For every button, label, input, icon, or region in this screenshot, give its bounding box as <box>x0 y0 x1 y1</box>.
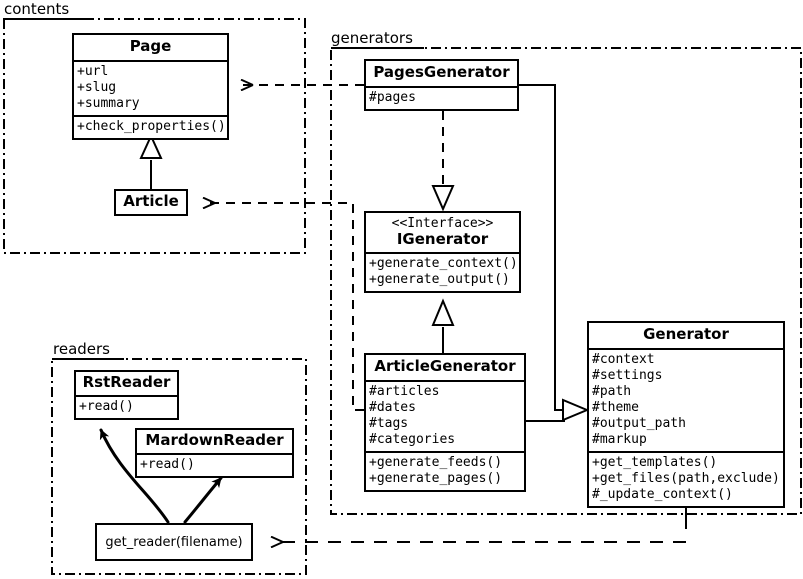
class-attribute: #context <box>592 351 655 367</box>
package-label-generators: generators <box>331 29 413 47</box>
class-attribute: +url <box>77 63 109 79</box>
class-box-articlegenerator[interactable]: ArticleGenerator #articles #dates #tags … <box>364 353 526 492</box>
function-box-get-reader[interactable]: get_reader(filename) <box>95 523 253 561</box>
class-name-pagesgenerator: PagesGenerator <box>373 63 510 81</box>
package-frame-generators <box>330 47 802 515</box>
class-attribute: #settings <box>592 367 663 383</box>
connector-pagesgenerator-realizes-igenerator <box>431 111 455 212</box>
class-name-articlegenerator: ArticleGenerator <box>374 357 516 375</box>
class-attributes-page: +url +slug +summary <box>74 59 227 115</box>
class-operation: #_update_context() <box>592 486 733 502</box>
function-box-label: get_reader(filename) <box>105 534 243 550</box>
class-attribute: #dates <box>369 399 416 415</box>
class-attribute: #categories <box>369 431 456 447</box>
class-box-igenerator[interactable]: <<Interface>> IGenerator +generate_conte… <box>364 211 521 294</box>
connector-articlegenerator-extends-generator <box>526 398 590 422</box>
class-attribute: +slug <box>77 79 117 95</box>
class-operations-articlegenerator: +generate_feeds() +generate_pages() <box>366 450 524 490</box>
connector-article-extends-page <box>139 133 163 191</box>
class-operation: +read() <box>140 456 195 472</box>
class-operation: +generate_pages() <box>369 470 503 486</box>
package-frame-readers <box>51 358 307 575</box>
class-box-rstreader[interactable]: RstReader +read() <box>74 370 179 420</box>
connector-articlegenerator-uses-article <box>204 203 364 411</box>
class-box-page[interactable]: Page +url +slug +summary +check_properti… <box>72 33 229 140</box>
package-label-contents: contents <box>4 0 70 18</box>
class-attribute: #articles <box>369 383 440 399</box>
class-name-text-igenerator: IGenerator <box>396 229 489 248</box>
class-operation: +generate_feeds() <box>369 454 503 470</box>
class-operations-mardownreader: +read() <box>137 452 292 476</box>
class-operations-rstreader: +read() <box>76 394 177 418</box>
package-label-readers: readers <box>53 340 110 358</box>
class-name-mardownreader: MardownReader <box>145 431 284 449</box>
class-attributes-pagesgenerator: #pages <box>366 85 517 109</box>
class-stereotype-igenerator: <<Interface>> <box>391 216 494 231</box>
class-box-mardownreader[interactable]: MardownReader +read() <box>135 428 294 478</box>
connector-get-reader-returns-rstreader <box>99 428 170 524</box>
connector-get-reader-returns-mardownreader <box>183 476 223 524</box>
class-operation: +get_templates() <box>592 454 718 470</box>
class-attribute: #path <box>592 383 632 399</box>
class-operation: +generate_context() <box>369 256 518 272</box>
class-box-article[interactable]: Article <box>114 189 188 216</box>
class-attributes-generator: #context #settings #path #theme #output_… <box>589 347 783 451</box>
class-operation: +read() <box>79 398 134 414</box>
class-operation: +get_files(path,exclude) <box>592 470 780 486</box>
class-attribute: #markup <box>592 431 647 447</box>
class-box-generator[interactable]: Generator #context #settings #path #them… <box>587 321 785 508</box>
class-operation: +generate_output() <box>369 272 510 288</box>
class-operations-page: +check_properties() <box>74 114 227 138</box>
class-operations-generator: +get_templates() +get_files(path,exclude… <box>589 450 783 506</box>
class-name-rstreader: RstReader <box>82 373 171 391</box>
class-operations-igenerator: +generate_context() +generate_output() <box>366 252 519 291</box>
connector-articlegenerator-realizes-igenerator <box>431 298 455 355</box>
class-attribute: #output_path <box>592 415 686 431</box>
class-attribute: #theme <box>592 399 639 415</box>
class-attribute: +summary <box>77 95 140 111</box>
connector-pagesgenerator-extends-generator <box>519 84 564 411</box>
class-name-generator: Generator <box>643 325 729 343</box>
class-box-pagesgenerator[interactable]: PagesGenerator #pages <box>364 59 519 111</box>
package-frame-contents <box>3 18 306 254</box>
class-operation: +check_properties() <box>77 118 226 134</box>
class-attributes-articlegenerator: #articles #dates #tags #categories <box>366 379 524 451</box>
class-attribute: #pages <box>369 89 416 105</box>
class-name-page: Page <box>129 37 172 55</box>
class-name-igenerator: <<Interface>> IGenerator <box>366 213 519 252</box>
class-name-article: Article <box>123 192 179 210</box>
class-attribute: #tags <box>369 415 409 431</box>
